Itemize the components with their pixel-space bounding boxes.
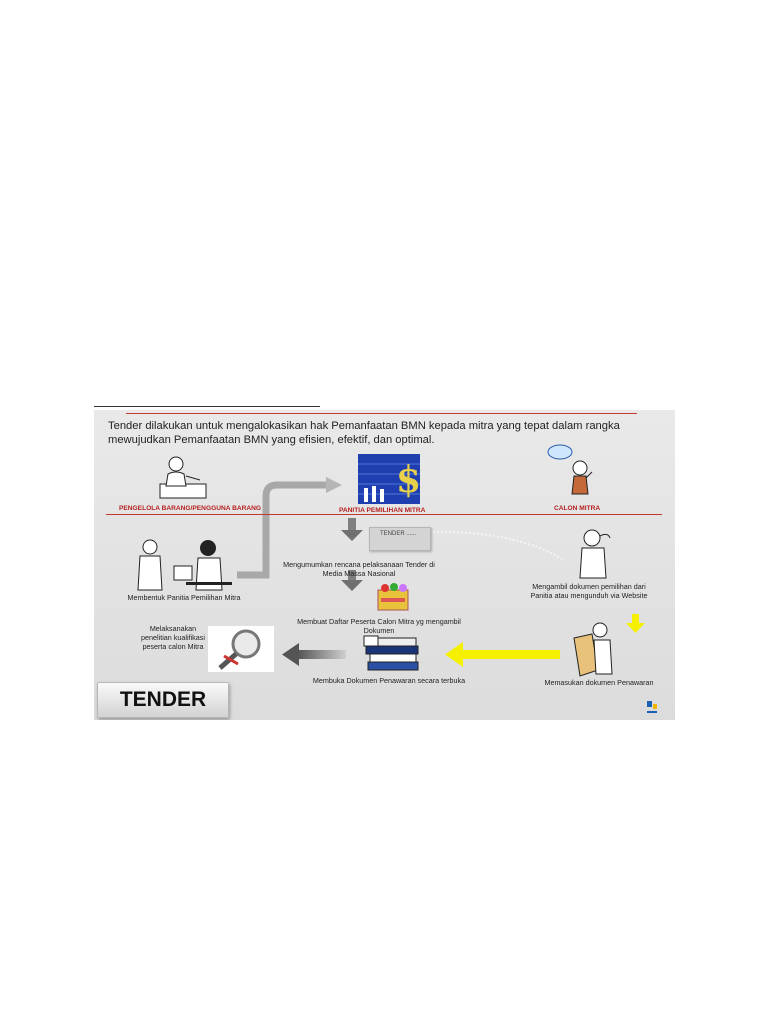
logo-icon <box>647 701 657 713</box>
curved-pointer <box>428 530 565 561</box>
notice-label: TENDER ...... <box>380 531 417 537</box>
tender-slide: Tender dilakukan untuk mengalokasikan ha… <box>94 410 675 720</box>
bent-arrow-head <box>326 477 342 493</box>
magnifier-icon <box>208 626 274 672</box>
figure-at-desk-icon <box>159 456 207 499</box>
bent-arrow <box>237 481 326 579</box>
role-calon-mitra: CALON MITRA <box>554 505 601 512</box>
mid-red-rule <box>106 514 662 515</box>
step-membuka: Membuka Dokumen Penawaran secara terbuka <box>312 676 466 685</box>
step-membentuk: Membentuk Panitia Pemilihan Mitra <box>127 593 241 602</box>
top-red-rule <box>126 413 637 414</box>
people-group-icon <box>377 583 409 611</box>
top-rule <box>94 406 320 407</box>
financial-chart-icon: $ <box>358 454 420 504</box>
thinking-figure-icon <box>579 529 611 579</box>
step-memasukan: Memasukan dokumen Penawaran <box>544 678 654 687</box>
svg-text:$: $ <box>396 459 420 501</box>
notice-board-icon: TENDER ...... <box>369 527 431 551</box>
yellow-down-arrow <box>626 623 645 633</box>
down-arrow-2 <box>341 580 363 591</box>
grey-left-arrow <box>282 643 299 666</box>
two-workers-icon <box>137 539 232 591</box>
step-mengumumkan: Mengumumkan rencana pelaksanaan Tender d… <box>283 560 435 578</box>
tender-badge: TENDER <box>97 682 229 718</box>
reading-figure-icon <box>573 622 613 677</box>
speech-bubble-figure-icon <box>547 444 593 495</box>
book-stack-icon <box>363 635 419 671</box>
role-panitia: PANITIA PEMILIHAN MITRA <box>339 507 426 514</box>
intro-text: Tender dilakukan untuk mengalokasikan ha… <box>108 420 620 446</box>
step-penelitian: Melaksanakan penelitian kualifikasi pese… <box>141 624 205 651</box>
role-pengelola: PENGELOLA BARANG/PENGGUNA BARANG <box>119 505 262 512</box>
yellow-left-arrow <box>445 642 463 667</box>
step-mengambil: Mengambil dokumen pemilihan dari Panitia… <box>530 582 648 600</box>
down-arrow-1 <box>341 530 363 541</box>
step-daftar: Membuat Daftar Peserta Calon Mitra yg me… <box>297 617 461 635</box>
flow-arrows <box>237 477 645 667</box>
